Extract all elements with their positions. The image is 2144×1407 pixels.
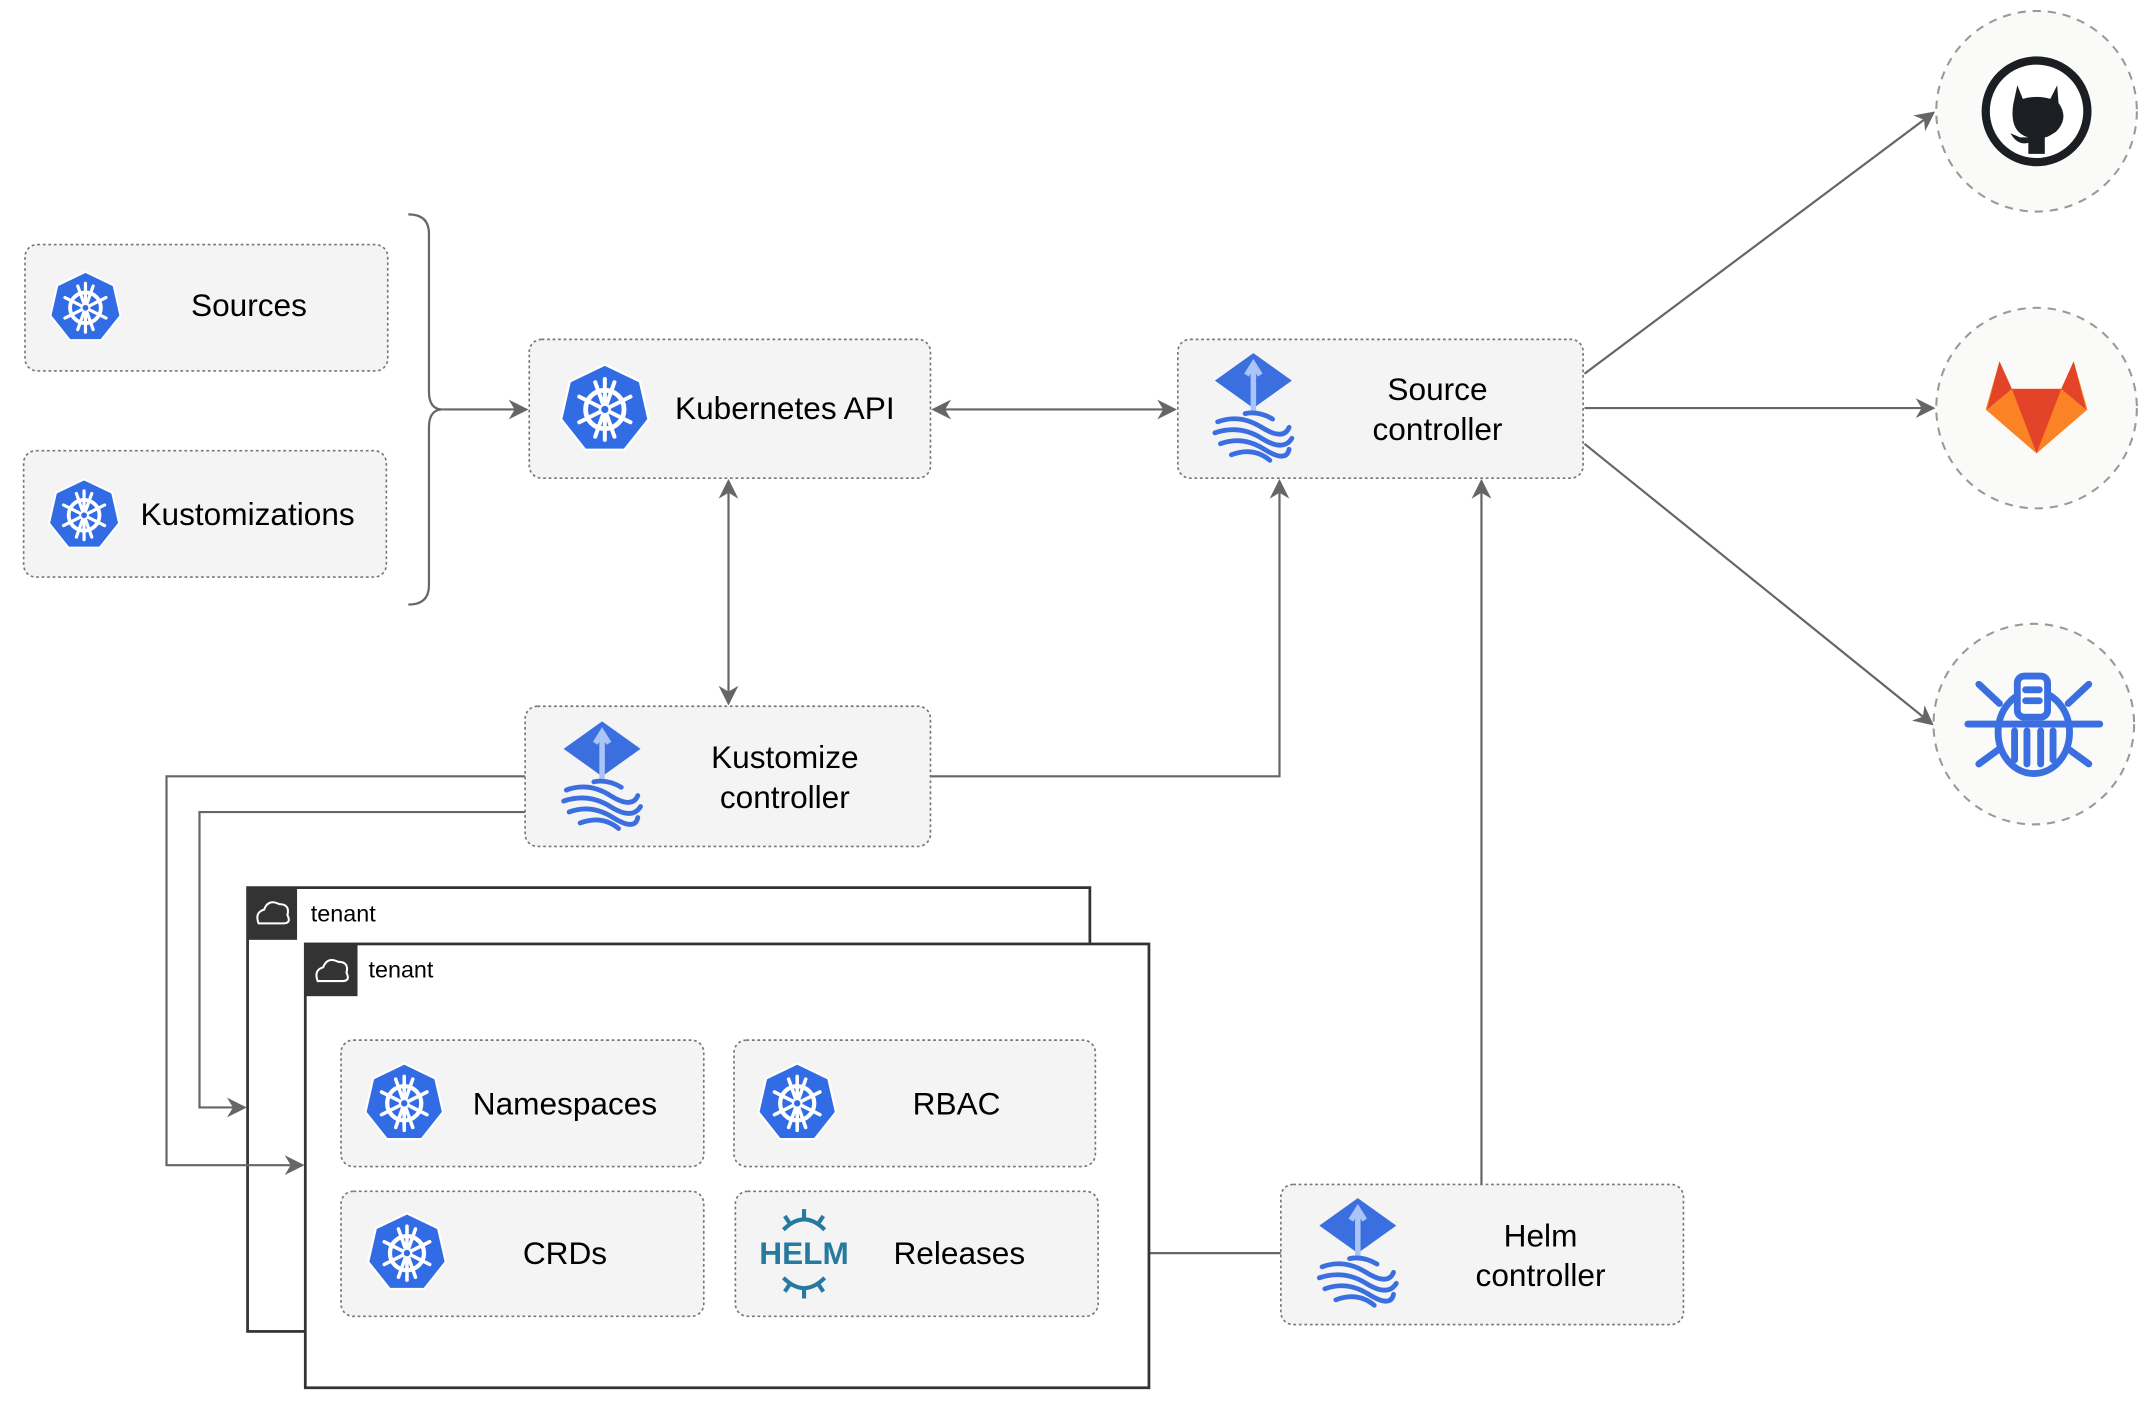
node-kubernetes-api[interactable]: Kubernetes API — [528, 338, 932, 479]
sources-brace — [408, 213, 443, 606]
crds-label: CRDs — [523, 1235, 607, 1271]
tenant-label: tenant — [369, 957, 434, 983]
helm-icon: HELM — [759, 1209, 849, 1299]
node-sources[interactable]: Sources — [24, 243, 389, 372]
gitlab-icon — [1985, 361, 2088, 454]
node-helm-controller[interactable]: Helm controller — [1280, 1183, 1685, 1326]
cloud-icon — [315, 958, 349, 983]
edge-source-to-github — [1583, 111, 1936, 375]
helm-controller-label: Helm — [1504, 1217, 1578, 1253]
github-icon — [1981, 56, 2092, 167]
edge-kustomize-to-source-controller — [930, 478, 1290, 778]
node-releases[interactable]: HELM Releases — [734, 1190, 1099, 1318]
node-crds[interactable]: CRDs — [340, 1190, 705, 1318]
kustomize-controller-label: Kustomize — [711, 739, 858, 775]
node-rbac[interactable]: RBAC — [733, 1039, 1097, 1168]
github-source[interactable] — [1935, 9, 2138, 213]
namespaces-label: Namespaces — [473, 1085, 657, 1121]
registry-source[interactable] — [1932, 622, 2136, 826]
tenant-label: tenant — [311, 900, 376, 926]
source-controller-label: Source — [1387, 371, 1487, 407]
sources-label: Sources — [191, 287, 307, 323]
edge-kustomize-to-tenant-back — [198, 810, 526, 1118]
helm-logo-text: HELM — [759, 1235, 849, 1271]
node-source-controller[interactable]: Source controller — [1176, 338, 1584, 479]
cloud-icon-bg — [305, 943, 358, 997]
rbac-label: RBAC — [913, 1085, 1001, 1121]
node-kustomize-controller[interactable]: Kustomize controller — [524, 705, 932, 848]
cloud-icon-bg — [247, 887, 298, 940]
helm-controller-label: controller — [1476, 1257, 1606, 1293]
releases-label: Releases — [893, 1235, 1025, 1271]
source-controller-label: controller — [1373, 411, 1503, 447]
harbor-registry-icon — [1964, 672, 2104, 778]
node-namespaces[interactable]: Namespaces — [340, 1039, 705, 1168]
gitlab-source[interactable] — [1935, 306, 2138, 510]
edge-source-to-registry — [1583, 442, 1934, 726]
kubernetes-api-label: Kubernetes API — [675, 390, 895, 426]
kustomize-controller-label: controller — [720, 779, 850, 815]
kustomizations-label: Kustomizations — [140, 496, 354, 532]
cloud-icon — [256, 901, 290, 925]
edge-kustomize-to-tenant-front — [165, 775, 526, 1176]
node-kustomizations[interactable]: Kustomizations — [22, 449, 388, 578]
